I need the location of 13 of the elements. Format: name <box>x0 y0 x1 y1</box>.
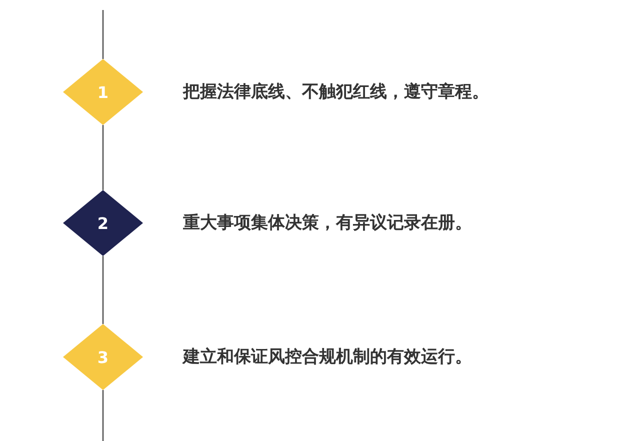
step-description: 重大事项集体决策，有异议记录在册。 <box>183 212 472 235</box>
connector-line <box>102 256 104 324</box>
connector-line <box>102 125 104 190</box>
step-number: 3 <box>97 348 109 366</box>
step-diamond <box>63 59 143 125</box>
step-diamond <box>63 190 143 256</box>
step-number: 1 <box>97 82 109 102</box>
connector-line <box>102 390 104 441</box>
step-diamond <box>63 324 143 390</box>
connector-line <box>102 10 104 59</box>
step-number: 2 <box>97 214 109 232</box>
step-description: 把握法律底线、不触犯红线，遵守章程。 <box>183 81 489 104</box>
step-description: 建立和保证风控合规机制的有效运行。 <box>183 346 472 369</box>
